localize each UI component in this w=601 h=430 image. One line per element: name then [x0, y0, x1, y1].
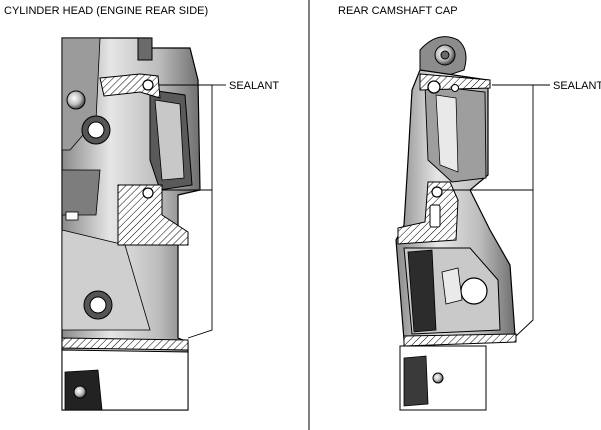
seal-bolt-mid	[142, 187, 154, 199]
cap-lower-hole	[460, 277, 488, 305]
right-sealant-label: SEALANT	[553, 80, 601, 92]
cap-seal-bolt-mid	[431, 186, 443, 198]
top-pipe	[137, 37, 153, 61]
sealant-section-top	[99, 73, 161, 99]
cap-sealant-bottom	[403, 333, 517, 347]
cap-bore-shadow	[435, 94, 459, 173]
cap-sealant-mid	[397, 181, 459, 245]
cylinder-head-recess	[61, 169, 101, 216]
cap-seal-bolt-top-2	[451, 84, 459, 92]
cap-base-bolt	[432, 372, 444, 384]
bolt-hole-mid-inner	[87, 121, 105, 139]
cap-slot	[429, 204, 441, 228]
sealant-leader-left	[158, 84, 213, 339]
bolt-hole-upper	[66, 90, 86, 110]
seal-bolt-top	[142, 79, 154, 91]
sealant-section-bottom	[61, 337, 189, 351]
left-panel-title: CYLINDER HEAD (ENGINE REAR SIDE)	[4, 5, 209, 17]
cap-lower-rib	[441, 267, 463, 305]
cap-base-dark	[403, 355, 429, 407]
left-sealant-label: SEALANT	[229, 80, 280, 92]
sealant-section-mid	[117, 184, 189, 246]
cap-lower-dark	[407, 249, 437, 333]
cylinder-head-illustration	[61, 37, 226, 411]
sealant-leader-right	[492, 84, 534, 337]
lower-base-bolt	[73, 385, 87, 399]
cap-top-bolt-inner	[440, 50, 450, 60]
right-panel-title: REAR CAMSHAFT CAP	[338, 5, 458, 17]
cap-seal-bolt-top	[427, 80, 441, 94]
small-slot	[65, 211, 79, 221]
bolt-hole-low-inner	[89, 296, 107, 314]
cylinder-head-journal	[154, 99, 185, 181]
camshaft-cap-illustration	[395, 36, 550, 411]
